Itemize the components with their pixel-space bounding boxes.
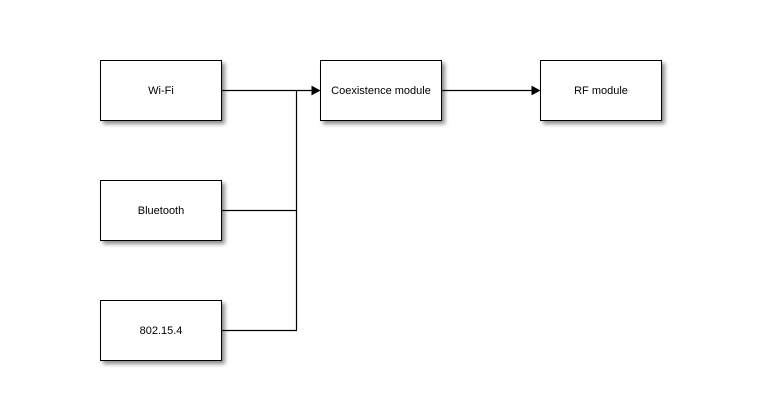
node-wifi-label: Wi-Fi	[148, 84, 174, 97]
node-bluetooth: Bluetooth	[100, 180, 222, 241]
node-coexistence-label: Coexistence module	[331, 84, 431, 97]
node-coexistence-module: Coexistence module	[320, 60, 442, 121]
node-rf-label: RF module	[574, 84, 628, 97]
node-ieee802154: 802.15.4	[100, 300, 222, 361]
node-bluetooth-label: Bluetooth	[137, 204, 185, 217]
arrowhead-into-coexistence-icon	[311, 85, 321, 96]
node-rf-module: RF module	[540, 60, 662, 121]
node-wifi: Wi-Fi	[100, 60, 222, 121]
arrowhead-into-rf-icon	[531, 85, 541, 96]
node-ieee802154-label: 802.15.4	[139, 324, 183, 337]
